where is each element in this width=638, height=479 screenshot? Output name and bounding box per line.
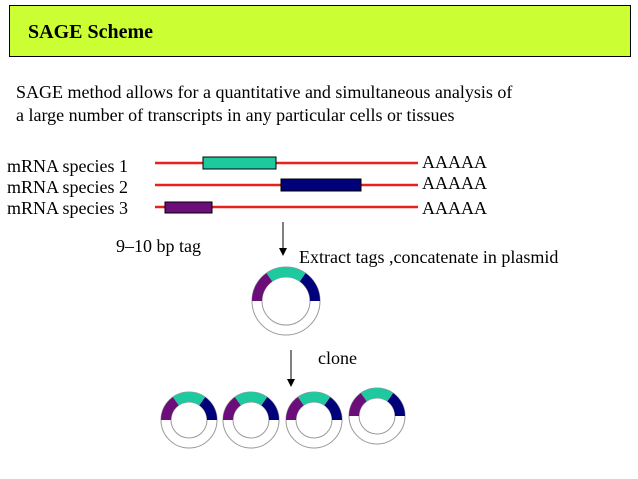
plasmid-4-navy-tag [387, 393, 405, 417]
mrna-species-2-label: mRNA species 2 [7, 177, 128, 197]
plasmid-2-purple-tag [223, 397, 241, 421]
plasmid-1-purple-tag [161, 397, 179, 421]
plasmid-0-navy-tag [299, 273, 320, 302]
clone-label: clone [318, 348, 357, 368]
plasmid-2-navy-tag [261, 397, 279, 421]
plasmid-0-purple-tag [252, 273, 273, 302]
plasmid-1-teal-tag [172, 392, 206, 406]
slide-title: SAGE Scheme [28, 21, 153, 43]
plasmid-0-teal-tag [266, 267, 306, 282]
plasmid-4-purple-tag [349, 393, 367, 417]
intro-line-1: SAGE method allows for a quantitative an… [16, 82, 513, 102]
poly-a-tail-3: AAAAA [422, 198, 487, 218]
intro-line-2: a large number of transcripts in any par… [16, 105, 455, 125]
plasmid-4-teal-tag [360, 388, 394, 402]
tag-box-3 [164, 201, 213, 214]
mrna-species-1-label: mRNA species 1 [7, 156, 128, 176]
mrna-species-3-label: mRNA species 3 [7, 198, 128, 218]
extract-tags-label: Extract tags ,concatenate in plasmid [299, 247, 559, 267]
plasmid-3-purple-tag [286, 397, 304, 421]
plasmid-2-teal-tag [234, 392, 268, 406]
poly-a-tail-1: AAAAA [422, 152, 487, 172]
tag-box-1 [202, 156, 277, 170]
plasmid-3-teal-tag [297, 392, 331, 406]
title-bar: SAGE Scheme [9, 5, 631, 57]
poly-a-tail-2: AAAAA [422, 173, 487, 193]
tag-box-2 [280, 178, 362, 192]
plasmid-1-navy-tag [199, 397, 217, 421]
plasmid-3-navy-tag [324, 397, 342, 421]
intro-text: SAGE method allows for a quantitative an… [16, 81, 626, 127]
tag-size-label: 9–10 bp tag [116, 236, 201, 256]
